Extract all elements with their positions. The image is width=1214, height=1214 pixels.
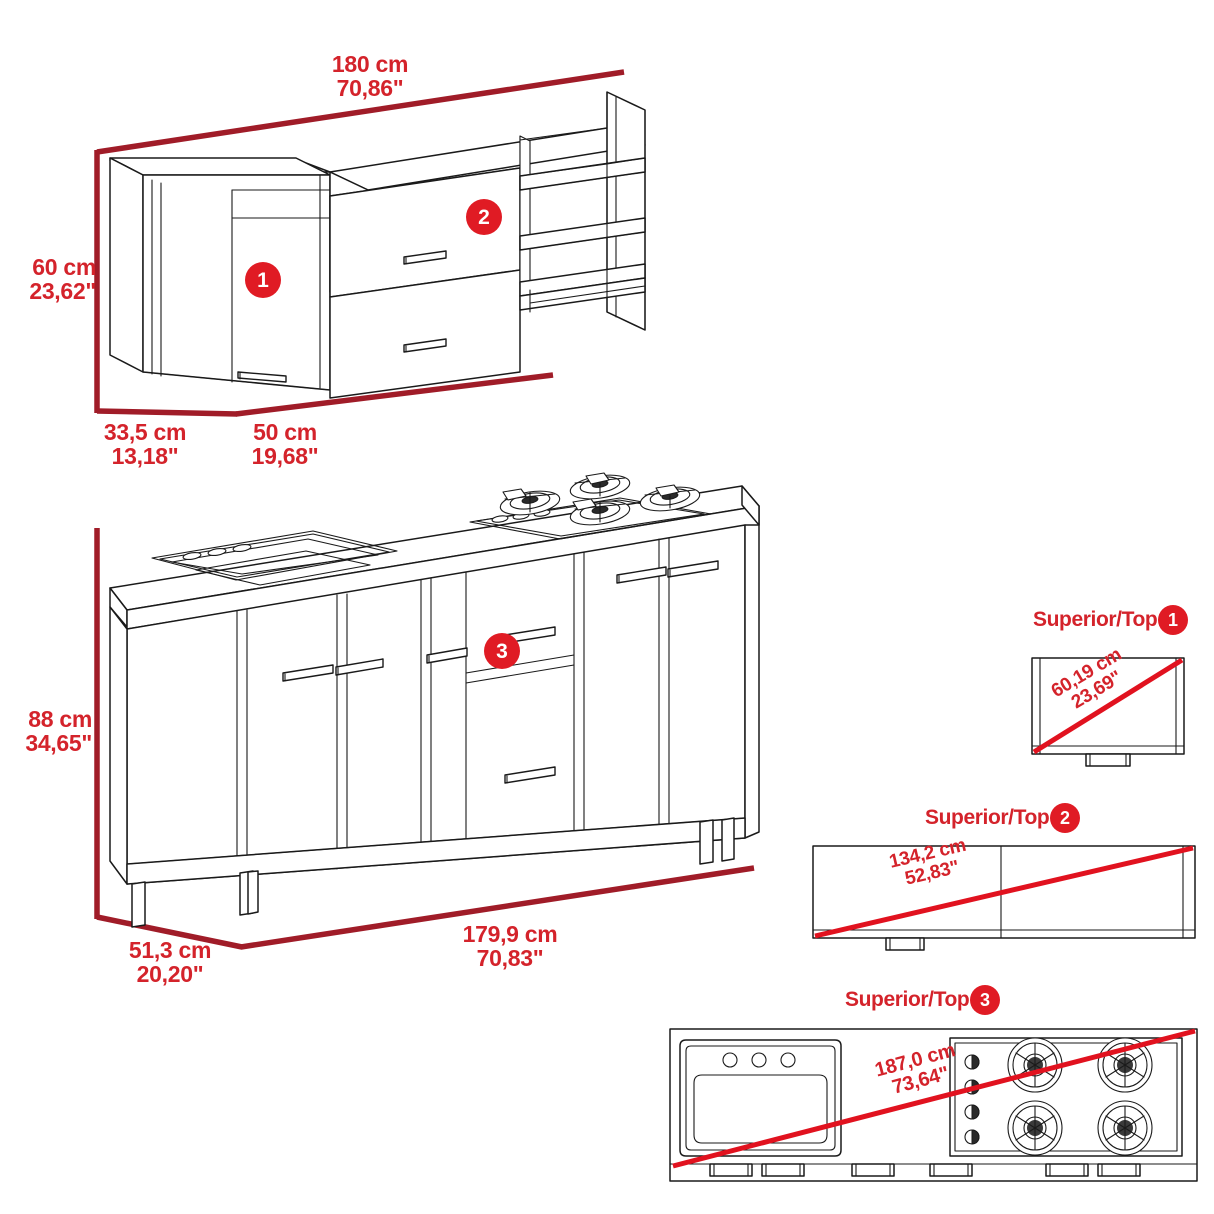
badge-1: 1 <box>245 262 281 298</box>
lower-width-dimension: 179,9 cm 70,83" <box>440 922 580 971</box>
lower-depth-cm: 51,3 cm <box>128 937 212 963</box>
top-view-1-badge: 1 <box>1158 605 1188 635</box>
top-view-3-title: Superior/Top <box>845 988 970 1011</box>
burner <box>639 484 701 512</box>
upper-height-in: 23,62" <box>29 278 96 305</box>
burner <box>569 472 631 500</box>
lower-depth-in: 20,20" <box>136 961 204 988</box>
upper-depth-dimension: 33,5 cm 13,18" <box>85 420 205 469</box>
sink-inset <box>151 530 398 586</box>
top-view-3-tabs <box>709 1163 1141 1177</box>
upper-height-dimension: 60 cm 23,62" <box>10 255 96 304</box>
top-view-burner <box>1007 1037 1063 1093</box>
badge-3: 3 <box>484 633 520 669</box>
top-view-burner <box>1097 1100 1153 1156</box>
lower-width-in: 70,83" <box>476 945 544 972</box>
upper-dimension-lines <box>94 69 625 417</box>
top-view-2-badge: 2 <box>1050 803 1080 833</box>
lower-height-dimension: 88 cm 34,65" <box>6 707 92 756</box>
top-view-3-drawing <box>669 1028 1198 1182</box>
lower-cabinet-handles <box>282 560 719 784</box>
lower-depth-dimension: 51,3 cm 20,20" <box>108 938 232 987</box>
cabinet-legs <box>131 817 735 928</box>
upper-width-in: 70,86" <box>336 75 404 102</box>
cabinet-handle <box>237 371 287 383</box>
lower-cabinet-figure <box>109 472 760 928</box>
upper-cabinet-right-module <box>329 91 646 399</box>
upper-cabinet-left-module <box>109 157 331 391</box>
upper-module-width-dimension: 50 cm 19,68" <box>225 420 345 469</box>
cooktop-inset <box>469 472 712 540</box>
upper-width-cm: 180 cm <box>331 51 409 77</box>
top-view-3-badge: 3 <box>970 985 1000 1015</box>
lower-dimension-lines <box>94 528 755 950</box>
lower-height-cm: 88 cm <box>28 706 92 732</box>
badge-2: 2 <box>466 199 502 235</box>
top-view-2-drawing <box>812 845 1196 951</box>
upper-depth-cm: 33,5 cm <box>103 419 187 445</box>
lower-width-cm: 179,9 cm <box>462 921 558 947</box>
upper-module-cm: 50 cm <box>253 419 317 445</box>
burner <box>569 498 631 526</box>
upper-depth-in: 13,18" <box>111 443 179 470</box>
upper-width-dimension: 180 cm 70,86" <box>300 52 440 101</box>
top-view-1-title: Superior/Top <box>1033 608 1158 631</box>
burner <box>499 488 561 516</box>
top-view-2-title: Superior/Top <box>925 806 1050 829</box>
top-view-burner <box>1007 1100 1063 1156</box>
upper-module-in: 19,68" <box>251 443 319 470</box>
lower-height-in: 34,65" <box>25 730 92 757</box>
top-view-1-drawing <box>1031 657 1185 767</box>
upper-height-cm: 60 cm <box>32 254 96 280</box>
